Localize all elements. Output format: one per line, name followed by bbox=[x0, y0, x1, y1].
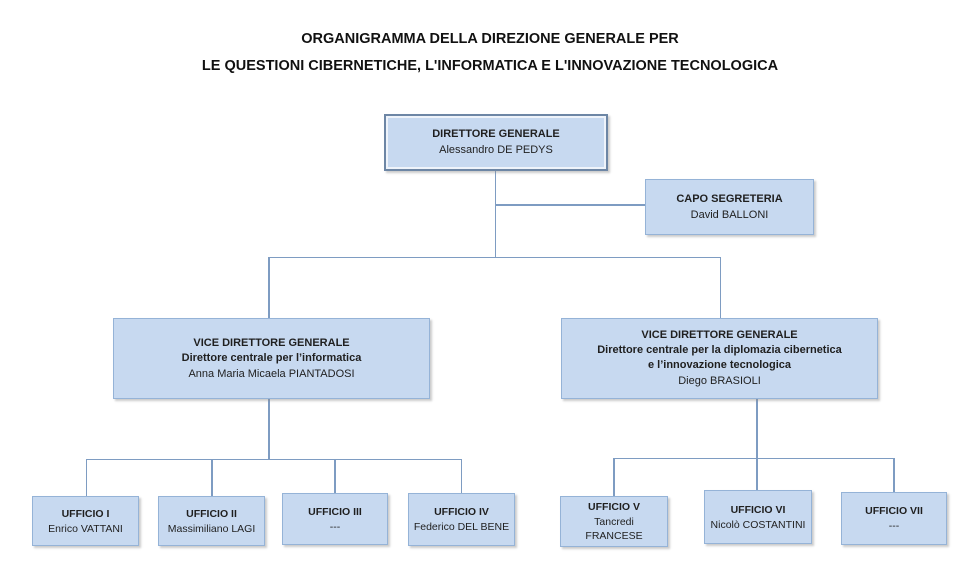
node-name: Anna Maria Micaela PIANTADOSI bbox=[188, 367, 355, 380]
node-name: --- bbox=[888, 520, 900, 532]
connector-drop-ufficio4 bbox=[460, 458, 462, 493]
connector-drop-ufficio5 bbox=[613, 457, 615, 496]
org-node-ufficio-7: UFFICIO VII --- bbox=[841, 492, 947, 545]
node-name: Enrico VATTANI bbox=[48, 522, 123, 535]
org-node-ufficio-4: UFFICIO IV Federico DEL BENE bbox=[408, 493, 515, 546]
node-role: UFFICIO VII bbox=[865, 505, 923, 517]
connector-drop-ufficio1 bbox=[85, 458, 87, 496]
node-role: UFFICIO I bbox=[61, 507, 110, 520]
node-role: DIRETTORE GENERALE bbox=[432, 128, 560, 140]
org-node-ufficio-1: UFFICIO I Enrico VATTANI bbox=[32, 496, 139, 546]
node-role: UFFICIO IV bbox=[434, 506, 489, 518]
node-name: David BALLONI bbox=[690, 208, 769, 221]
node-role: UFFICIO VI bbox=[730, 503, 786, 516]
connector-drop-vdg-right bbox=[719, 256, 721, 318]
connector-right-bar bbox=[613, 457, 894, 459]
node-name: Tancredi FRANCESE bbox=[585, 516, 643, 542]
node-name: Nicolò COSTANTINI bbox=[710, 518, 806, 531]
org-node-vice-direttore-informatica: VICE DIRETTORE GENERALE Direttore centra… bbox=[113, 318, 430, 399]
org-node-vice-direttore-diplomazia-cibernetica: VICE DIRETTORE GENERALE Direttore centra… bbox=[561, 318, 878, 399]
node-role: CAPO SEGRETERIA bbox=[676, 192, 783, 205]
node-role: UFFICIO V bbox=[588, 501, 640, 513]
node-name: Federico DEL BENE bbox=[413, 521, 510, 533]
node-subtitle-line1: Direttore centrale per la diplomazia cib… bbox=[597, 344, 842, 356]
org-node-ufficio-2: UFFICIO II Massimiliano LAGI bbox=[158, 496, 265, 546]
node-subtitle: Direttore centrale per l’informatica bbox=[181, 351, 362, 364]
node-name: Diego BRASIOLI bbox=[678, 375, 761, 387]
chart-title-line2: LE QUESTIONI CIBERNETICHE, L'INFORMATICA… bbox=[201, 58, 779, 74]
org-node-direttore-generale: DIRETTORE GENERALE Alessandro DE PEDYS bbox=[384, 114, 608, 171]
connector-capo-branch bbox=[496, 204, 645, 206]
chart-title-line1: ORGANIGRAMMA DELLA DIREZIONE GENERALE PE… bbox=[301, 31, 679, 47]
connector-left-bar bbox=[85, 458, 462, 460]
org-node-ufficio-6: UFFICIO VI Nicolò COSTANTINI bbox=[704, 490, 812, 544]
node-name: Alessandro DE PEDYS bbox=[439, 144, 553, 156]
node-name: Massimiliano LAGI bbox=[167, 522, 256, 535]
connector-top-bar bbox=[268, 256, 721, 258]
connector-vdg-left-trunk bbox=[268, 399, 270, 459]
connector-drop-ufficio7 bbox=[893, 457, 895, 492]
node-name: --- bbox=[329, 520, 341, 533]
node-role: VICE DIRETTORE GENERALE bbox=[193, 336, 350, 349]
node-role: UFFICIO III bbox=[308, 505, 362, 518]
connector-drop-vdg-left bbox=[268, 256, 270, 318]
node-role: UFFICIO II bbox=[186, 507, 237, 520]
node-subtitle-line2: e l’innovazione tecnologica bbox=[647, 359, 792, 371]
node-role: VICE DIRETTORE GENERALE bbox=[641, 329, 798, 341]
connector-dg-trunk bbox=[494, 170, 496, 258]
chart-title: ORGANIGRAMMA DELLA DIREZIONE GENERALE PE… bbox=[0, 26, 980, 80]
org-node-ufficio-3: UFFICIO III --- bbox=[282, 493, 388, 545]
connector-vdg-right-trunk bbox=[756, 399, 758, 490]
org-node-ufficio-5: UFFICIO V Tancredi FRANCESE bbox=[560, 496, 668, 547]
connector-drop-ufficio2 bbox=[211, 458, 213, 496]
connector-drop-ufficio3 bbox=[334, 458, 336, 493]
org-node-capo-segreteria: CAPO SEGRETERIA David BALLONI bbox=[645, 179, 814, 235]
